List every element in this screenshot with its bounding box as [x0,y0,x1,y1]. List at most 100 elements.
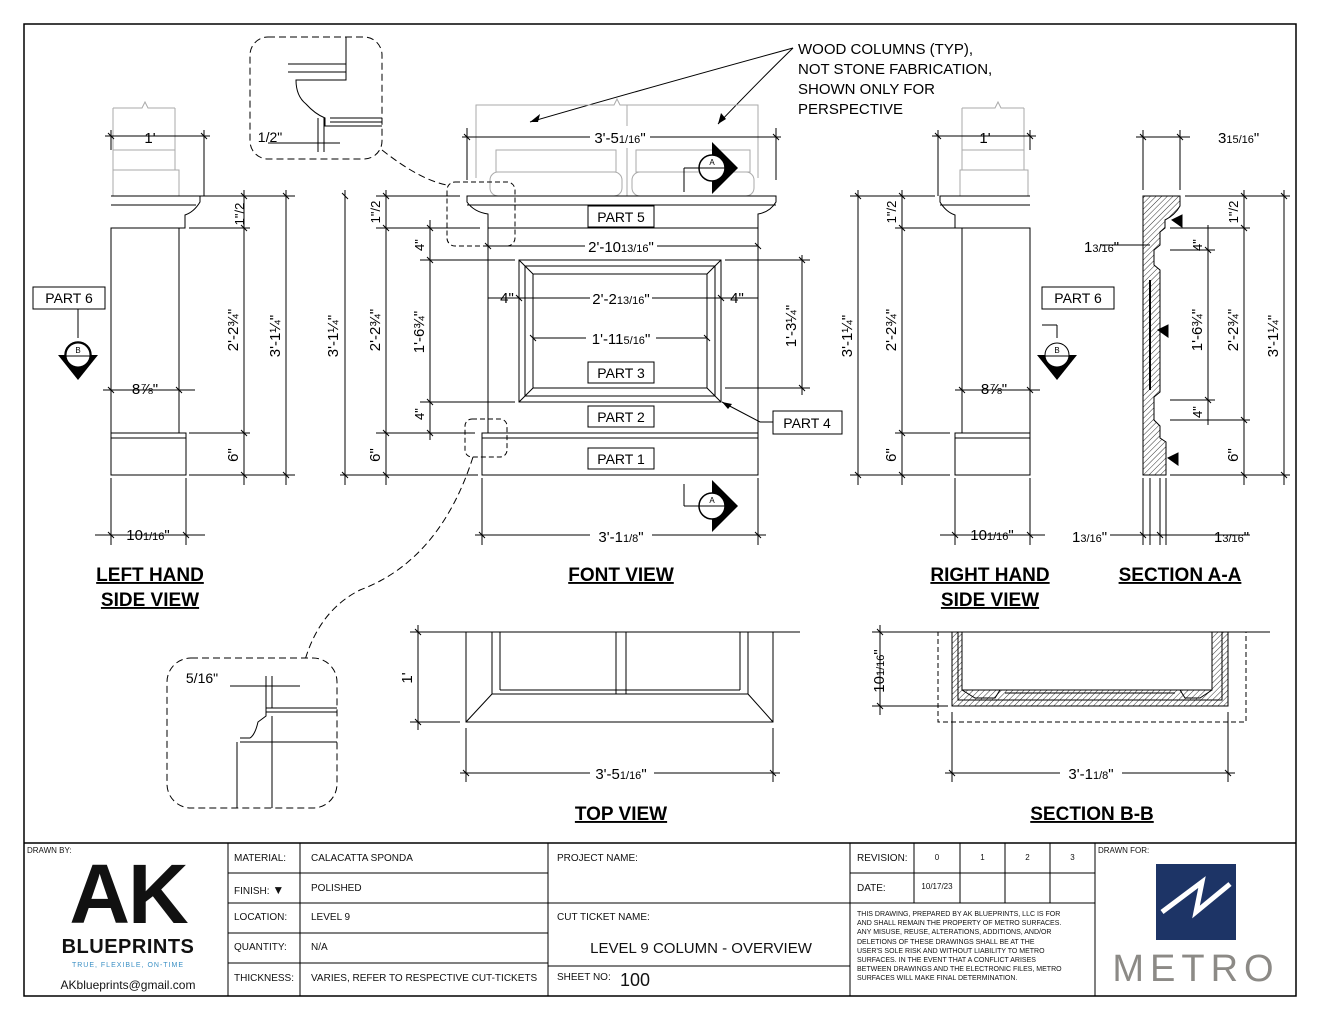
svg-text:3'-51/16": 3'-51/16" [595,766,646,783]
svg-text:13/16": 13/16" [1084,239,1119,256]
sheet-border [23,23,1297,997]
detail-bubble-top [249,36,448,186]
left-hand-title-2: SIDE VIEW [101,590,199,611]
front-view-title: FONT VIEW [568,565,674,586]
svg-text:3'-11/8": 3'-11/8" [598,529,643,546]
dim-front-left-4: 4" [500,290,514,307]
material-value: CALACATTA SPONDA [311,853,413,864]
ak-logo: AK BLUEPRINTS TRUE, FLEXIBLE, ON-TIME [30,852,226,972]
left-hand-side-view [95,100,295,545]
finish-label: FINISH: ▼ [234,883,284,897]
svg-text:1"/2: 1"/2 [884,201,899,224]
finish-label-text: FINISH: [234,886,270,897]
svg-text:3'-1¼": 3'-1¼" [1265,315,1282,357]
left-part6-callout: PART 6 B [32,286,106,380]
note-line-1: WOOD COLUMNS (TYP), [798,41,973,58]
revision-1: 1 [980,853,985,862]
svg-text:1'-6¾": 1'-6¾" [1189,309,1206,351]
quantity-label: QUANTITY: [234,942,287,953]
svg-text:1'-115/16": 1'-115/16" [592,331,651,348]
detail-bubble-bottom [166,657,338,809]
disclaimer-line-6: SURFACES. IN THE EVENT THAT A CONFLICT A… [857,957,1036,965]
dim-left-width: 1' [144,130,155,147]
section-a-markers: A A [683,142,738,532]
sheet-no-value: 100 [620,970,651,990]
dim-front-v4-top: 4" [412,239,427,251]
disclaimer-line-2: AND SHALL REMAIN THE PROPERTY OF METRO S… [857,920,1062,928]
disclaimer-line-7: BETWEEN DRAWINGS AND THE ELECTRONIC FILE… [857,966,1062,974]
section-a-marker-bottom: A [709,496,715,505]
finish-triangle-icon: ▼ [272,883,285,897]
section-aa-title: SECTION A-A [1119,565,1242,586]
disclaimer-line-1: THIS DRAWING, PREPARED BY AK BLUEPRINTS,… [857,911,1061,918]
left-hand-title-1: LEFT HAND [96,565,204,586]
part2-label: PART 2 [597,409,645,425]
detail-top-dim: 1/2" [258,129,282,145]
disclaimer: THIS DRAWING, PREPARED BY AK BLUEPRINTS,… [857,910,1090,984]
right-hand-title-2: SIDE VIEW [941,590,1039,611]
svg-text:1"/2: 1"/2 [368,201,383,224]
revision-0: 0 [934,853,940,862]
dim-front-base: 6" [367,448,384,462]
svg-text:101/16": 101/16" [970,527,1013,544]
ak-logo-main: AK [69,847,188,941]
dim-aa-4-top: 4" [1190,239,1205,251]
location-label: LOCATION: [234,912,288,923]
note-line-3: SHOWN ONLY FOR [798,81,935,98]
svg-text:1"/2: 1"/2 [232,203,247,226]
detail-bottom-dim: 5/16" [186,670,218,686]
section-bb [872,625,1270,782]
right-part6-label: PART 6 [1054,290,1102,306]
ak-logo-sub: BLUEPRINTS [61,936,195,958]
cut-ticket-label: CUT TICKET NAME: [557,912,650,923]
wood-columns-note: WOOD COLUMNS (TYP), NOT STONE FABRICATIO… [529,41,992,125]
front-part-labels: PART 5 PART 3 PART 2 PART 1 PART 4 [587,205,843,470]
left-side-dims: 1' 1"/2 2'-2¾" 3'-1¼" 6" 8⅞" 101/16" [126,130,284,544]
metro-logo-mark [1156,864,1236,940]
svg-text:2'-213/16": 2'-213/16" [592,291,649,308]
drawn-by-label: DRAWN BY: [27,846,72,855]
email: AKblueprints@gmail.com [60,978,196,992]
thickness-value: VARIES, REFER TO RESPECTIVE CUT-TICKETS [311,973,538,984]
date-value: 10/17/23 [921,882,953,891]
svg-text:315/16": 315/16" [1218,130,1259,147]
svg-text:2'-1013/16": 2'-1013/16" [588,239,654,256]
location-value: LEVEL 9 [311,912,351,923]
part1-label: PART 1 [597,451,645,467]
cut-ticket-value: LEVEL 9 COLUMN - OVERVIEW [590,940,812,957]
right-section-b-marker: B [1054,346,1059,355]
disclaimer-line-3: ANY MISUSE, REUSE, ALTERATIONS, ADDITION… [857,929,1052,937]
svg-text:3'-1¼": 3'-1¼" [839,315,856,357]
right-side-dims: 1' 1"/2 2'-2¾" 3'-1¼" 6" 8⅞" 101/16" [839,130,1014,544]
section-aa [1100,130,1290,545]
section-bb-dims: 101/16" 3'-11/8" [871,649,1122,783]
svg-text:13/16": 13/16" [1214,529,1249,546]
dim-right-base: 6" [883,448,900,462]
left-hand-title: LEFT HAND SIDE VIEW [96,565,204,611]
section-bb-title: SECTION B-B [1030,804,1154,825]
top-view [410,625,800,782]
quantity-value: N/A [311,942,328,953]
svg-text:3'-51/16": 3'-51/16" [594,130,645,147]
note-line-4: PERSPECTIVE [798,101,903,118]
svg-text:8⅞": 8⅞" [132,381,158,398]
part4-label: PART 4 [783,415,831,431]
svg-text:2'-2¾": 2'-2¾" [225,309,242,351]
svg-text:3'-1¼": 3'-1¼" [267,315,284,357]
disclaimer-line-8: SURFACES WILL MAKE FINAL DETERMINATION. [857,975,1018,983]
material-label: MATERIAL: [234,853,287,864]
finish-value: POLISHED [311,883,362,894]
dim-right-width: 1' [979,130,990,147]
svg-text:2'-2¾": 2'-2¾" [883,309,900,351]
svg-text:1"/2: 1"/2 [1226,201,1241,224]
svg-text:2'-2¾": 2'-2¾" [1225,309,1242,351]
date-label: DATE: [857,883,886,894]
revision-label: REVISION: [857,853,908,864]
revision-3: 3 [1070,853,1075,862]
svg-text:3'-1¼": 3'-1¼" [325,315,342,357]
dim-top-depth: 1' [399,672,416,683]
note-line-2: NOT STONE FABRICATION, [798,61,992,78]
part5-label: PART 5 [597,209,645,225]
left-section-b-marker: B [75,346,80,355]
section-aa-dims: 315/16" 13/16" 1"/2 4" 1'-6¾" 2'-2¾" 3'-… [1072,130,1282,546]
